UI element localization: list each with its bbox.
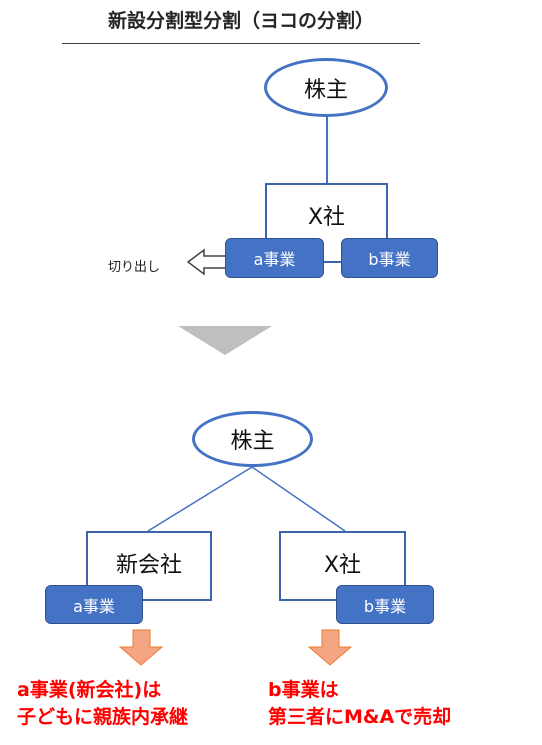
result-right: b事業は 第三者にM&Aで売却 (268, 677, 451, 731)
spinoff-arrow-icon (186, 248, 227, 276)
result-left-line2: 子どもに親族内承継 (17, 706, 189, 728)
spinoff-label: 切り出し (108, 260, 161, 275)
business-a-before: a事業 (225, 238, 324, 278)
business-b-after: b事業 (336, 585, 434, 624)
connector-shareholder-new (147, 466, 253, 532)
result-left-line1: a事業(新会社)は (17, 679, 162, 701)
result-right-line1: b事業は (268, 679, 339, 701)
company-x-before-label: X社 (307, 205, 346, 230)
result-arrow-right-icon (307, 629, 353, 666)
result-right-line2: 第三者にM&Aで売却 (268, 706, 452, 728)
new-company-label: 新会社 (115, 553, 182, 578)
page-title: 新設分割型分割（ヨコの分割） (107, 10, 374, 32)
business-b-before: b事業 (341, 238, 438, 278)
shareholder-node-after: 株主 (192, 411, 313, 467)
connector-shareholder-x2 (251, 466, 346, 532)
transition-arrow-icon (178, 326, 272, 355)
business-a-after: a事業 (45, 585, 143, 624)
title-underline (62, 43, 420, 44)
new-company-box: 新会社 (86, 531, 212, 601)
result-arrow-left-icon (118, 629, 164, 666)
company-x-after-label: X社 (323, 553, 362, 578)
shareholder-node-before: 株主 (264, 58, 388, 117)
result-left: a事業(新会社)は 子どもに親族内承継 (17, 677, 188, 731)
